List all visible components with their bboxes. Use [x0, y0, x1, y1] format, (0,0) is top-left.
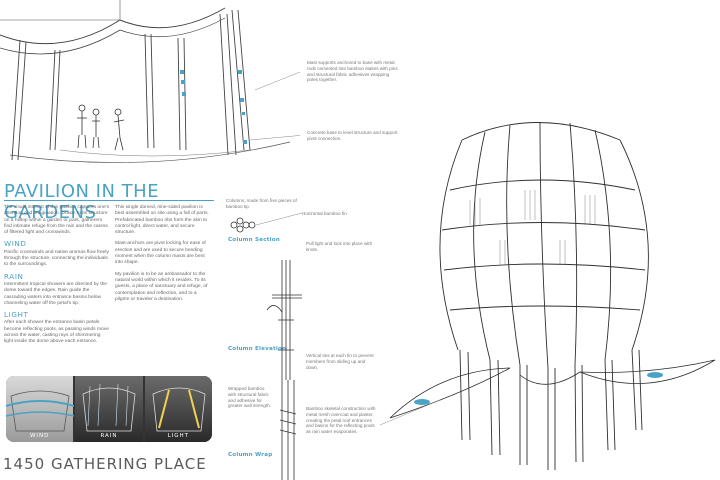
- pavilion-exterior-sketch: [380, 110, 720, 480]
- section-heading-wind: WIND: [4, 239, 27, 249]
- interior-sketch: [0, 0, 300, 175]
- title-underline: [4, 200, 214, 201]
- label-column-section: Column Section: [228, 237, 280, 243]
- section-text-light: After each shower the entrance basin pet…: [4, 320, 109, 345]
- note-vertical-ties: Vertical ties at each fin to prevent mem…: [306, 353, 374, 370]
- thumbnail-caption-wind: WIND: [29, 433, 50, 439]
- text-column-middle: This single domed, nine-sided pavilion i…: [115, 205, 211, 308]
- section-text-wind: Pacific crosswinds and native aromas flo…: [4, 249, 109, 268]
- middle-paragraph-2: Mast-anchors are pivot locking for ease …: [115, 241, 206, 266]
- column-section-sketch: [226, 205, 306, 245]
- column-wrap-sketch: [272, 380, 302, 480]
- thumbnail-strip: WIND RAIN LIGHT: [6, 376, 212, 442]
- middle-paragraph-3: My pavilion is to be an ambassador to th…: [115, 271, 208, 302]
- footer-title: 1450 GATHERING PLACE: [3, 455, 207, 473]
- thumbnail-light: LIGHT: [144, 376, 212, 442]
- thumbnail-wind: WIND: [6, 376, 74, 442]
- note-concrete-base: Concrete base to level structure and sup…: [307, 130, 398, 141]
- column-elevation-sketch: [262, 260, 312, 380]
- section-heading-light: LIGHT: [4, 310, 29, 320]
- middle-paragraph-1: This single domed, nine-sided pavilion i…: [115, 205, 209, 236]
- note-wrapped-bamboo: Wrapped bamboo with structural fabric an…: [228, 386, 271, 409]
- text-column-left: The visual interest of this pavilion cap…: [4, 205, 110, 351]
- thumbnail-rain: RAIN: [75, 376, 143, 442]
- note-pull-light: Pull light and lock into place with knot…: [306, 241, 373, 252]
- label-column-elevation: Column Elevation: [228, 346, 287, 352]
- note-columns-made: Columns, made from five pieces of bamboo…: [226, 198, 297, 209]
- thumbnail-caption-light: LIGHT: [167, 433, 190, 439]
- label-column-wrap: Column Wrap: [228, 452, 273, 458]
- page-title: PAVILION IN THE GARDENS: [4, 181, 160, 223]
- note-horizontal-fin: Horizontal bamboo fin: [302, 211, 347, 216]
- section-text-rain: Intermittent tropical showers are direct…: [4, 281, 108, 306]
- section-heading-rain: RAIN: [4, 271, 24, 281]
- thumbnail-caption-rain: RAIN: [100, 433, 118, 439]
- intro-paragraph: The visual interest of this pavilion cap…: [4, 205, 110, 236]
- note-mast-supports: Mast supports anchored to base with meta…: [307, 60, 398, 83]
- note-bamboo-skeletal: Bamboo skeletal construction with metal …: [306, 406, 376, 435]
